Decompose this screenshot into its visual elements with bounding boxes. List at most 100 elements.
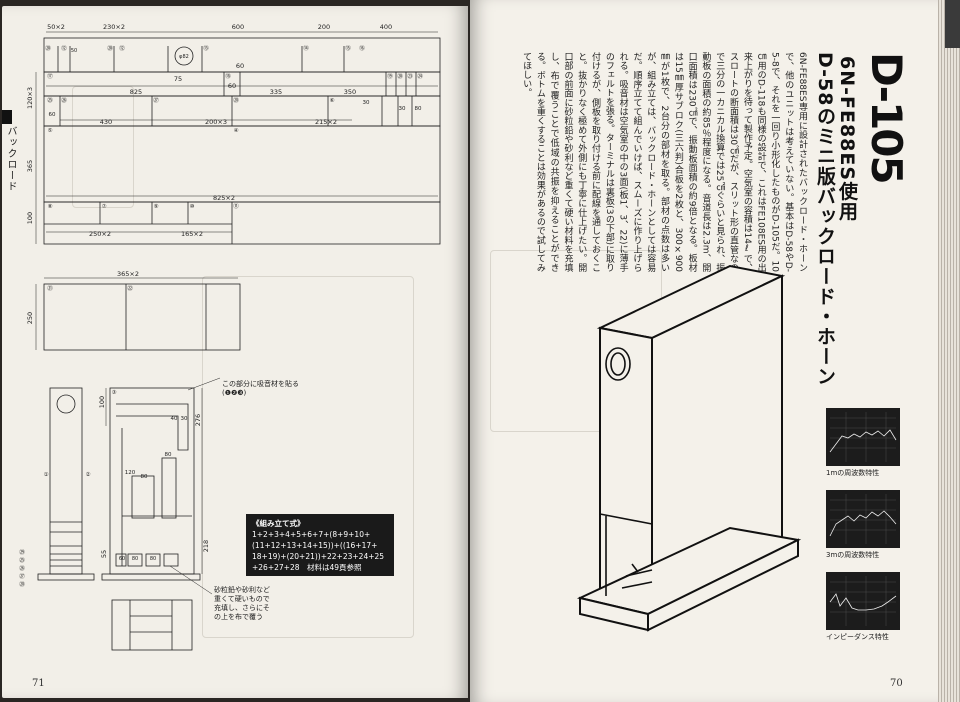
dim: 430 [100,118,112,126]
bleed-through [202,276,414,638]
dim: 200×3 [205,118,227,126]
dim: 120 [125,470,136,476]
part-number: ㉙ [19,548,25,556]
page-number-left: 71 [32,678,45,689]
dim: 120×3 [26,87,34,109]
dim: 40 [171,416,178,422]
bleed-through [72,86,134,208]
graph-3m-frequency [826,490,900,548]
dim: 600 [232,23,244,31]
note-sand: 砂粒鉛や砂利など 重くて硬いもので 充填し、さらにそ の上を布で覆う [214,586,270,621]
article-title: D-105 [862,52,911,183]
graph-impedance [826,572,900,630]
dim: 30 [181,416,188,422]
part-number: ⑦ [102,203,107,210]
speaker-illustration [576,264,802,632]
dim: 218 [202,540,210,552]
dim: 365×2 [117,270,139,278]
part-number: ㉑ [47,284,53,292]
part-number: ⑲ [387,72,393,80]
part-number: ⑩ [190,203,195,210]
part-number: ㉖ [19,564,25,572]
dim: 100 [98,396,106,408]
dim: 80 [165,452,172,458]
bottom-view [111,599,193,651]
graph-caption: 3mの周波数特性 [826,551,880,559]
part-number: ㉘ [19,580,25,588]
note-absorb: この部分に吸音材を貼る (❶❷❸) [222,380,299,397]
part-number: ⑳ [397,72,403,80]
part-number: ㉕ [47,96,53,104]
dim: 60 [119,556,125,562]
part-number: ③ [112,390,117,396]
article-subtitle-2: D-58のミニ版バックロード・ホーン [814,52,836,387]
board-6 [43,283,241,351]
dim: 30 [399,106,406,112]
dim: 55 [100,550,108,558]
article-body: 6N-FE88ES専用に設計されたバックロード・ホーンで、他のユニットは考えてい… [521,52,807,272]
part-number: ⑥ [330,98,335,104]
dim: 80 [415,106,422,112]
part-number: ⑪ [233,202,239,210]
dim-hole: φ82 [179,54,189,60]
dim: 230×2 [103,23,125,31]
part-number: ⑬ [203,44,209,52]
dim: 60 [236,62,244,70]
dim: 200 [318,23,330,31]
page-edge [938,0,960,702]
part-number: ㉓ [407,72,413,80]
dim: 80 [150,556,156,562]
page-number-right: 70 [890,678,903,689]
part-number: ㉘ [233,96,239,104]
dim: 825 [130,88,142,96]
graph-caption: インピーダンス特性 [826,633,889,641]
section-label: バックロード [5,126,16,192]
part-number: ㉕ [19,556,25,564]
graph-caption: 1mの周波数特性 [826,469,880,477]
dim: 50 [71,48,77,54]
left-page: バックロード [2,6,468,698]
dim: 335 [270,88,282,96]
part-number: ② [86,471,91,478]
part-number: ㉖ [61,96,67,104]
part-number: ⑮ [345,44,351,52]
part-number: ⑯ [359,44,365,52]
dim: 50×2 [47,23,65,31]
dim: 75 [174,75,182,83]
part-number: ⑨ [154,203,159,210]
board-5 [43,201,441,245]
board-4 [43,125,441,203]
part-number: ⑫ [61,44,67,52]
part-number: ㉗ [19,572,25,580]
part-number: ⑫ [119,44,125,52]
dim: 60 [49,112,56,118]
part-number: ① [44,472,49,478]
part-number: ⑭ [303,44,309,52]
dim: 250 [26,312,34,324]
dim: 80 [141,474,148,480]
page-edge-dark [945,0,960,48]
dim: 250×2 [89,230,111,238]
dim: 276 [194,414,202,426]
part-number: ⑧ [48,204,53,210]
part-number: ④ [234,128,239,134]
part-number: ⑳ [107,44,113,52]
dim: 825×2 [213,194,235,202]
dim: 400 [380,23,392,31]
part-number: ⑤ [48,128,53,134]
dim: 80 [132,556,138,562]
dim: 60 [228,82,236,90]
section-tab-marker [2,110,12,124]
part-number: ⑳ [45,44,51,52]
dim: 365 [26,160,34,172]
cutting-diagram: 50×2 230×2 600 200 400 φ82 50 75 60 60 8… [19,23,441,651]
assembly-formula-box: 《組み立て式》 1+2+3+4+5+6+7+(8+9+10+ (11+12+13… [246,514,394,576]
dim: 30 [363,100,370,106]
part-number: ⑰ [47,72,53,80]
part-number: ㉒ [127,284,133,292]
dim: 215×2 [315,118,337,126]
dim: 165×2 [181,230,203,238]
part-number: ㉗ [153,96,159,104]
dim: 350 [344,88,356,96]
